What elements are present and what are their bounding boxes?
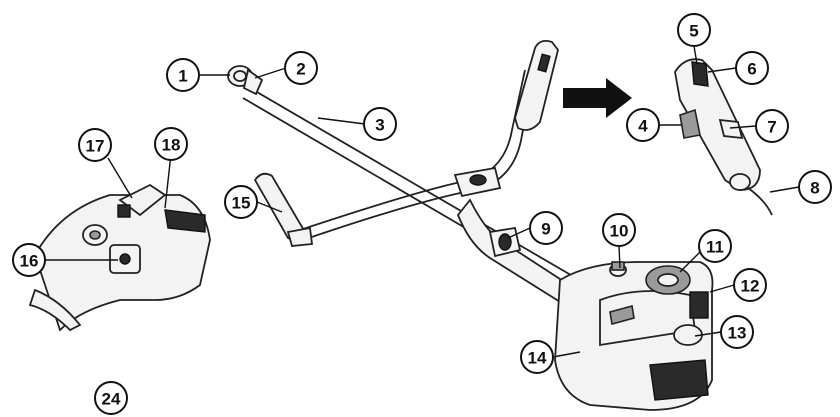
svg-text:18: 18 [162,136,181,155]
svg-text:15: 15 [232,194,251,213]
svg-text:14: 14 [528,349,547,368]
callout-11: 11 [698,229,732,263]
svg-text:5: 5 [689,22,698,41]
engine-unit [554,261,714,411]
callout-8: 8 [798,170,832,204]
callout-5: 5 [677,13,711,47]
callout-17: 17 [78,128,112,162]
svg-text:13: 13 [728,324,747,343]
callout-13: 13 [720,315,754,349]
shaft-tube [456,198,582,307]
svg-text:9: 9 [541,220,550,239]
svg-text:3: 3 [375,116,384,135]
callout-9: 9 [529,211,563,245]
svg-text:11: 11 [706,238,724,257]
svg-text:4: 4 [638,117,648,136]
svg-text:2: 2 [296,60,305,79]
callout-24: 24 [94,381,128,415]
callout-3: 3 [363,107,397,141]
callout-10: 10 [602,213,636,247]
svg-text:17: 17 [86,137,105,156]
callout-6: 6 [735,51,769,85]
svg-text:10: 10 [610,222,629,241]
callout-4: 4 [626,108,660,142]
direction-arrow [563,78,632,118]
svg-text:24: 24 [102,390,121,409]
callout-15: 15 [224,185,258,219]
callout-16: 16 [12,243,46,277]
svg-text:8: 8 [810,179,819,198]
engine-detail-left [28,183,211,332]
callout-7: 7 [755,109,789,143]
svg-text:6: 6 [747,60,756,79]
handlebar [253,39,559,247]
svg-text:16: 16 [20,252,39,271]
callout-2: 2 [284,51,318,85]
svg-text:1: 1 [178,67,187,86]
cutting-head [227,65,264,96]
svg-text:7: 7 [767,118,776,137]
throttle-handle-detail [674,58,773,216]
svg-text:12: 12 [741,277,760,296]
callout-1: 1 [166,58,200,92]
leader-lines [45,45,800,358]
callout-14: 14 [520,340,554,374]
callout-18: 18 [154,127,188,161]
callout-12: 12 [733,268,767,302]
